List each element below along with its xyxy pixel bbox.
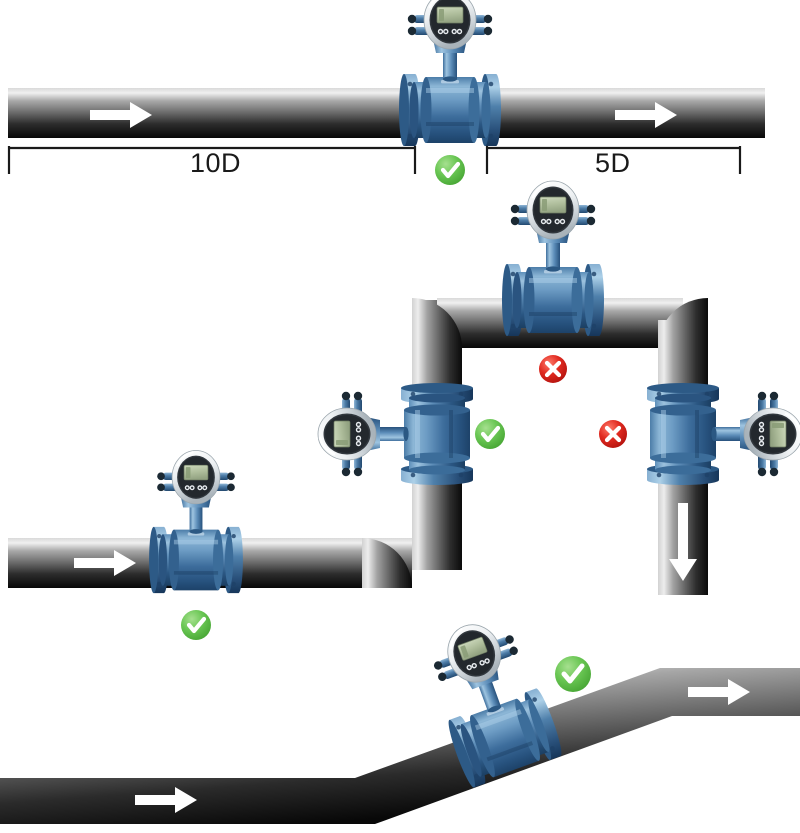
pipe-corner-top-left xyxy=(412,298,462,348)
transmitter-head[interactable] xyxy=(710,390,800,478)
dimension-label-downstream: 5D xyxy=(595,148,631,178)
dimension-line-group xyxy=(7,146,742,174)
meter-top-straight[interactable] xyxy=(399,0,501,146)
section-inclined xyxy=(0,610,800,824)
meter-riser-up[interactable] xyxy=(316,383,473,485)
section-straight-run xyxy=(7,0,765,174)
badge-riser-up xyxy=(475,419,505,449)
badge-elbow-horizontal xyxy=(539,355,567,383)
meter-downcomer[interactable] xyxy=(647,383,800,485)
dimension-label-upstream: 10D xyxy=(190,148,242,178)
pipe-corner-lower-left-round xyxy=(362,538,412,588)
transmitter-head[interactable] xyxy=(155,449,237,536)
transmitter-head[interactable] xyxy=(406,0,494,83)
badge-downcomer xyxy=(599,420,627,448)
meter-elbow-horizontal[interactable] xyxy=(502,179,604,336)
section-elbows xyxy=(8,179,800,595)
meter-horizontal-inlet[interactable] xyxy=(149,449,243,594)
status-badges xyxy=(181,155,627,692)
pipe-inclined xyxy=(0,668,800,824)
transmitter-head[interactable] xyxy=(316,390,410,478)
badge-top-straight xyxy=(435,155,465,185)
badge-inclined xyxy=(555,656,591,692)
transmitter-head[interactable] xyxy=(509,179,597,273)
badge-horizontal-inlet xyxy=(181,610,211,640)
